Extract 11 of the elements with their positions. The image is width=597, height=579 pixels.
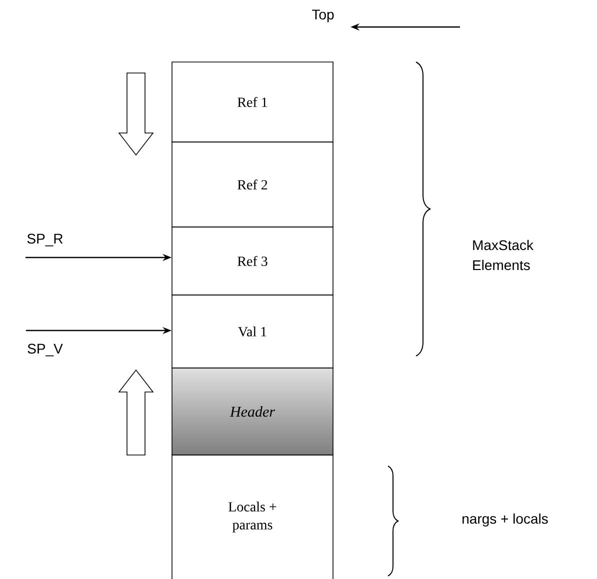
stack-cell: Ref 2: [172, 142, 334, 228]
stack-cell: Locals + params: [172, 454, 334, 579]
header-cell: Header: [172, 368, 334, 456]
brace-label: nargs + locals: [462, 513, 548, 527]
stack-cell: Val 1: [172, 294, 334, 368]
brace-label: MaxStack Elements: [473, 240, 534, 270]
stack-cell: Ref 3: [172, 226, 334, 296]
pointer-label: SP_R: [27, 234, 63, 246]
stack-cell: Ref 1: [172, 62, 334, 142]
pointer-label: Top: [312, 10, 334, 22]
pointer-label: SP_V: [28, 344, 63, 356]
